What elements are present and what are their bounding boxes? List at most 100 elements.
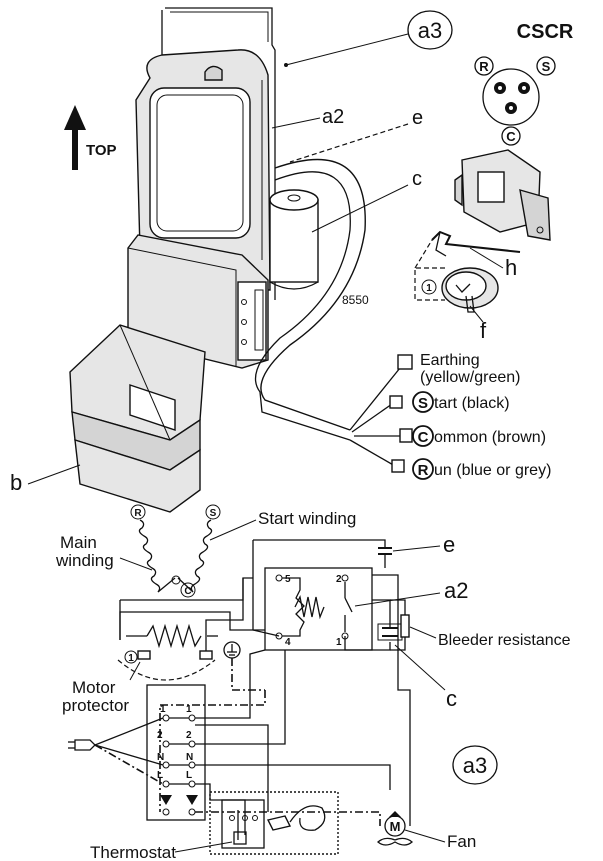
leader-thermostat [174, 841, 233, 853]
leader-c-top [311, 184, 409, 233]
relay-b-socket [129, 384, 176, 431]
legend-c-letter: C [418, 429, 429, 446]
cap-e-left-wire [252, 540, 280, 637]
label-e-bottom: e [443, 532, 455, 557]
part-number: 8550 [342, 293, 369, 307]
label-a3-top: a3 [284, 10, 453, 67]
tb-1b: 1 [186, 704, 192, 715]
wire-run [349, 439, 396, 467]
legend-s-circle [412, 391, 434, 413]
cscr-label: CSCR [517, 21, 574, 43]
tb-node-2a [162, 740, 170, 748]
relay-node-5 [275, 574, 283, 582]
mp-return-wire [205, 578, 244, 651]
tb-nb: N [186, 752, 193, 763]
bracket-a3 [161, 7, 276, 300]
leader-bleeder [409, 626, 437, 639]
lower-box-slot [254, 289, 264, 351]
wire-tb2-relay [195, 650, 286, 745]
label-motor-protector-1: Motor [72, 678, 116, 697]
bleeder-wire-top [390, 599, 406, 615]
a3-ellipse [407, 10, 453, 50]
earthing-line1: Earthing [420, 352, 480, 369]
relay-block-b [69, 324, 206, 513]
thermo-bulb [233, 831, 247, 845]
plug-pin-r-hole [498, 86, 502, 90]
relay-coil [294, 595, 325, 620]
mp-lower-wire [119, 611, 265, 640]
connector-earth [397, 354, 413, 370]
clip-h [431, 230, 521, 257]
thermo-sensor [266, 815, 292, 831]
label-h: h [505, 255, 517, 280]
screw-2 [241, 319, 247, 325]
legend-r-letter: R [418, 462, 429, 479]
wire-start [351, 403, 393, 433]
plug-wire-1 [94, 717, 164, 746]
leader-e-bottom [392, 545, 441, 552]
bracket-outline-1 [165, 7, 276, 300]
label-main-winding-1: Main [60, 533, 97, 552]
tb-node-2b [188, 740, 196, 748]
wire-earth-fan [195, 811, 381, 826]
a3-leader [285, 33, 409, 66]
mp-one-marker: 1 [128, 653, 134, 664]
mp-one-circle [124, 650, 138, 664]
leader-b [27, 464, 81, 485]
housing-cover-inner [156, 94, 244, 232]
capacitor-terminal [287, 194, 301, 202]
tb-node-1a [162, 714, 170, 722]
wire-relay-thermo [195, 724, 269, 812]
common-node [171, 575, 181, 585]
label-e-top: e [412, 107, 423, 129]
capacitor-c-top [269, 189, 319, 290]
cable-outer-1 [260, 158, 366, 431]
thermostat-box [209, 791, 339, 855]
legend-run: R un (blue or grey) [412, 458, 551, 480]
screw-1 [241, 299, 247, 305]
cap-c-wire-bottom [344, 636, 391, 651]
tb-node-eb [188, 808, 196, 816]
tb-node-na [162, 761, 170, 769]
mp-contact-1 [137, 650, 151, 660]
terminal-c: C [506, 129, 516, 144]
connector-start [389, 395, 403, 409]
motor-protector: 1 [117, 577, 265, 681]
relay-exp-window [477, 171, 505, 203]
label-a2-bottom: a2 [444, 578, 468, 603]
protector-dash-box [414, 267, 445, 301]
legend-run-text: un (blue or grey) [434, 462, 551, 479]
mains-plug [68, 717, 164, 785]
fan: M [377, 811, 413, 846]
relay-box-a2: 5 2 4 1 [264, 567, 373, 651]
thermo-capillary [289, 805, 326, 831]
relay-terminal-5: 5 [285, 574, 291, 585]
cable-outer-2 [254, 171, 351, 393]
top-arrow-head [64, 105, 86, 130]
connector-run [391, 459, 405, 473]
cable-wires [349, 354, 413, 473]
protector-f [441, 267, 499, 313]
top-label: TOP [86, 142, 117, 159]
label-a3-bottom: a3 [463, 753, 487, 778]
relay-housing [135, 49, 271, 291]
top-arrow-shaft [72, 128, 78, 170]
protector-pin [465, 295, 475, 313]
capacitor-bottom [269, 281, 319, 290]
terminal-r-circle [474, 56, 494, 76]
plug-wire-earth [94, 744, 164, 785]
leader-h [469, 247, 504, 269]
terminal-s-circle [536, 56, 556, 76]
start-winding-coil [177, 519, 213, 593]
cable [254, 158, 366, 441]
protector-dash-link [414, 239, 433, 269]
wire-s-label: S [210, 508, 217, 519]
label-bleeder-resistance: Bleeder resistance [438, 632, 571, 649]
bracket-inner [170, 11, 269, 42]
lower-box-connector [237, 281, 267, 361]
wire-earth-block [159, 690, 266, 812]
relay-terminal-2: 2 [336, 574, 342, 585]
mp-contact-2 [199, 650, 213, 660]
wire-tb1-relay [195, 649, 266, 719]
